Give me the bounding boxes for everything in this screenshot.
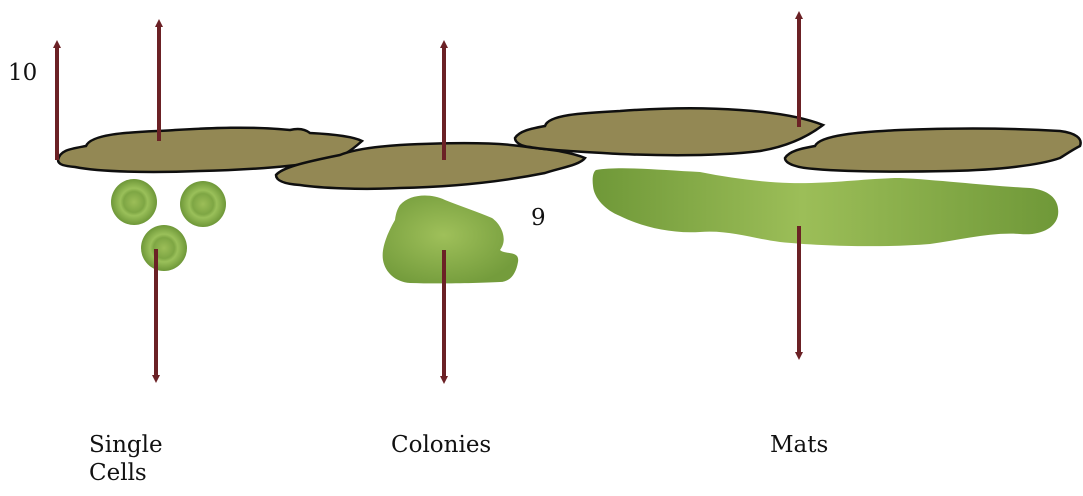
label-single-cells: Single Cells: [89, 432, 163, 487]
algal-mat-icon: [593, 168, 1059, 246]
label-number-10: 10: [8, 60, 37, 88]
sediment-particles: [58, 108, 1081, 189]
label-mats: Mats: [770, 432, 828, 460]
algal-colony-icon: [383, 196, 519, 284]
label-single-cells-line2: Cells: [89, 460, 163, 488]
sediment-particle-icon: [785, 129, 1081, 172]
label-colonies: Colonies: [391, 432, 491, 460]
sediment-particle-icon: [515, 108, 823, 155]
label-number-9: 9: [531, 205, 546, 233]
label-single-cells-line1: Single: [89, 432, 163, 460]
algal-cell-icon: [180, 181, 226, 227]
algal-cell-icon: [141, 225, 187, 271]
algal-cell-icon: [111, 179, 157, 225]
single-cells-group: [111, 179, 226, 271]
